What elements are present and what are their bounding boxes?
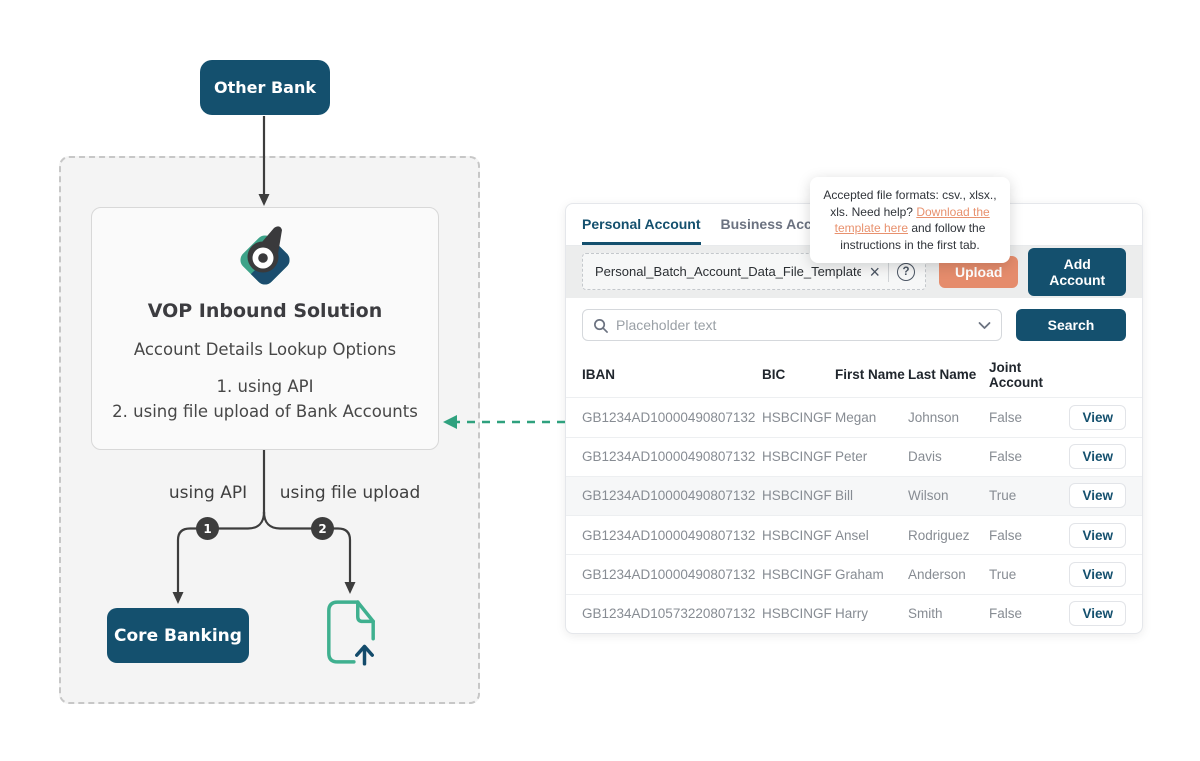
cell-bic: HSBCINGF <box>762 409 832 425</box>
view-button[interactable]: View <box>1069 483 1126 509</box>
download-template-link[interactable]: Download the template here <box>834 204 990 236</box>
vop-option-1: 1. using API <box>216 377 314 396</box>
tooltip-text-after: and follow the instructions in the first… <box>840 221 986 252</box>
clear-file-icon[interactable]: × <box>869 261 880 282</box>
cell-joint-account: True <box>989 567 1017 583</box>
other-bank-node: Other Bank <box>200 60 330 115</box>
table-row: GB1234AD10000490807132 HSBCINGF Peter Da… <box>566 436 1142 476</box>
tab-personal-account[interactable]: Personal Account <box>582 204 701 245</box>
core-banking-label: Core Banking <box>114 625 242 646</box>
table-row: GB1234AD10000490807132 HSBCINGF Graham A… <box>566 554 1142 593</box>
cell-first-name: Bill <box>835 488 854 504</box>
cell-iban: GB1234AD10000490807132 <box>582 449 756 465</box>
cell-joint-account: False <box>989 606 1023 622</box>
header-joint-account: Joint Account <box>989 359 1043 390</box>
view-button[interactable]: View <box>1069 522 1126 548</box>
cell-joint-account: False <box>989 449 1023 465</box>
vop-logo-icon <box>240 226 290 285</box>
table-body: GB1234AD10000490807132 HSBCINGF Megan Jo… <box>566 397 1142 633</box>
cell-iban: GB1234AD10573220807132 <box>582 606 756 622</box>
branch-number-2: 2 <box>311 517 334 540</box>
cell-iban: GB1234AD10000490807132 <box>582 488 756 504</box>
search-input[interactable] <box>616 317 970 334</box>
cell-joint-account: True <box>989 488 1017 504</box>
cell-last-name: Anderson <box>908 567 966 583</box>
cell-first-name: Graham <box>835 567 884 583</box>
table-row: GB1234AD10000490807132 HSBCINGF Ansel Ro… <box>566 515 1142 554</box>
cell-last-name: Johnson <box>908 409 960 425</box>
search-box[interactable] <box>582 309 1002 342</box>
search-row: Search <box>566 298 1142 353</box>
table-row: GB1234AD10573220807132 HSBCINGF Harry Sm… <box>566 593 1142 633</box>
search-icon <box>594 318 608 333</box>
view-button[interactable]: View <box>1069 444 1126 470</box>
header-last-name: Last Name <box>908 367 977 383</box>
account-panel: Personal Account Business Account Person… <box>565 203 1143 634</box>
file-upload-icon <box>327 600 375 666</box>
cell-bic: HSBCINGF <box>762 527 832 543</box>
vop-option-2: 2. using file upload of Bank Accounts <box>112 402 418 421</box>
file-format-tooltip: Accepted file formats: csv., xlsx., xls.… <box>810 177 1010 263</box>
cell-last-name: Rodriguez <box>908 527 970 543</box>
table-header: IBAN BIC First Name Last Name Joint Acco… <box>566 352 1142 397</box>
branch-label-using-api: using API <box>168 483 248 503</box>
cell-joint-account: False <box>989 409 1023 425</box>
header-first-name: First Name <box>835 367 905 383</box>
view-button[interactable]: View <box>1069 404 1126 430</box>
cell-first-name: Peter <box>835 449 868 465</box>
cell-bic: HSBCINGF <box>762 606 832 622</box>
view-button[interactable]: View <box>1069 562 1126 588</box>
cell-bic: HSBCINGF <box>762 488 832 504</box>
cell-last-name: Wilson <box>908 488 949 504</box>
cell-last-name: Davis <box>908 449 942 465</box>
cell-iban: GB1234AD10000490807132 <box>582 567 756 583</box>
vop-subtitle: Account Details Lookup Options <box>133 340 397 359</box>
file-box-divider <box>888 261 889 282</box>
vop-title: VOP Inbound Solution <box>147 300 383 322</box>
cell-first-name: Harry <box>835 606 868 622</box>
table-row: GB1234AD10000490807132 HSBCINGF Megan Jo… <box>566 397 1142 436</box>
cell-bic: HSBCINGF <box>762 567 832 583</box>
branch-label-using-file-upload: using file upload <box>279 483 421 503</box>
uploaded-filename: Personal_Batch_Account_Data_File_Templat… <box>595 264 862 280</box>
add-account-button[interactable]: Add Account <box>1028 247 1126 296</box>
vop-solution-box: VOP Inbound Solution Account Details Loo… <box>91 207 439 450</box>
table-row: GB1234AD10000490807132 HSBCINGF Bill Wil… <box>566 475 1142 516</box>
chevron-down-icon[interactable] <box>978 321 991 330</box>
cell-iban: GB1234AD10000490807132 <box>582 409 756 425</box>
cell-bic: HSBCINGF <box>762 449 832 465</box>
branch-number-1: 1 <box>196 517 219 540</box>
other-bank-label: Other Bank <box>214 78 316 97</box>
cell-first-name: Ansel <box>835 527 869 543</box>
core-banking-node: Core Banking <box>107 608 249 663</box>
tooltip-text-before: Accepted file formats: csv., xlsx., xls.… <box>823 188 997 219</box>
header-bic: BIC <box>762 367 786 383</box>
cell-joint-account: False <box>989 527 1023 543</box>
search-button[interactable]: Search <box>1016 309 1126 342</box>
cell-first-name: Megan <box>835 409 877 425</box>
help-icon[interactable]: ? <box>897 262 915 281</box>
header-iban: IBAN <box>582 367 615 383</box>
cell-last-name: Smith <box>908 606 943 622</box>
view-button[interactable]: View <box>1069 601 1126 627</box>
cell-iban: GB1234AD10000490807132 <box>582 527 756 543</box>
